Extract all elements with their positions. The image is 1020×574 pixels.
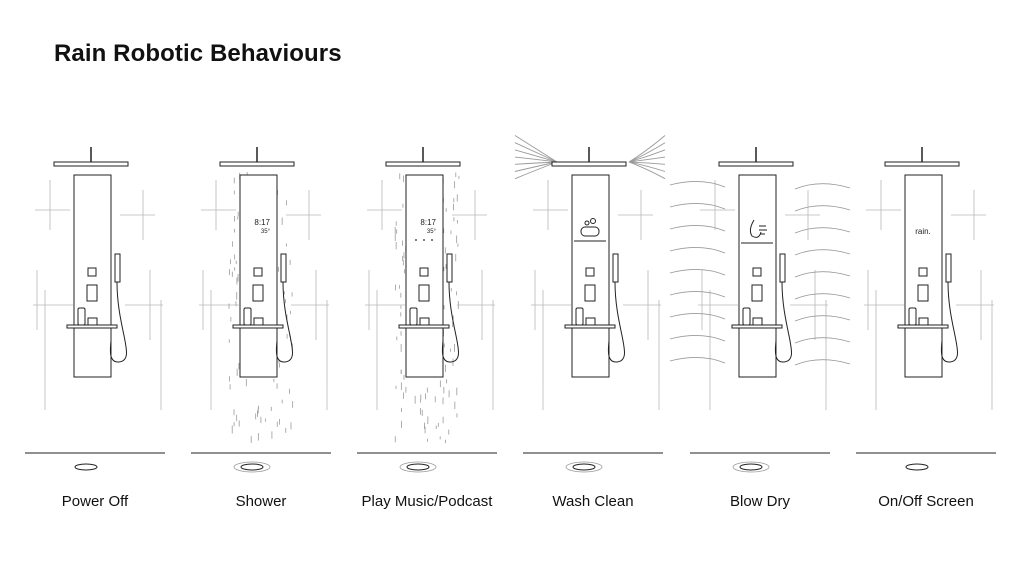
shower-head <box>884 161 960 167</box>
control-dial <box>584 284 596 302</box>
background-sketch <box>698 180 828 410</box>
hose <box>275 281 293 363</box>
drain-icon <box>74 463 98 471</box>
page-title: Rain Robotic Behaviours <box>54 40 342 67</box>
screen-temperature: 35° <box>261 229 271 235</box>
control-dial <box>917 284 929 302</box>
handheld-shower <box>114 253 121 283</box>
control-button <box>419 267 429 277</box>
jar-icon <box>585 317 596 326</box>
behaviour-power-off <box>25 147 165 471</box>
water-ripple <box>732 461 770 473</box>
shower-head <box>53 161 129 167</box>
handheld-shower <box>612 253 619 283</box>
drain-icon <box>739 463 763 471</box>
background-sketch <box>365 180 495 410</box>
behaviour-caption: On/Off Screen <box>878 493 974 510</box>
behaviour-caption: Power Off <box>61 493 129 510</box>
water-ripple <box>565 461 603 473</box>
control-dial <box>418 284 430 302</box>
control-button <box>918 267 928 277</box>
jar-icon <box>918 317 929 326</box>
screen-time: 8:17 <box>420 218 436 227</box>
hose <box>774 281 792 363</box>
background-sketch <box>864 180 994 410</box>
bottle-icon <box>409 307 418 326</box>
behaviour-caption: Shower <box>235 493 287 510</box>
jar-icon <box>87 317 98 326</box>
jar-icon <box>752 317 763 326</box>
control-button <box>87 267 97 277</box>
jar-icon <box>253 317 264 326</box>
behaviour-play-music-podcast: 8:17 35° <box>357 147 497 473</box>
handheld-shower <box>945 253 952 283</box>
behaviour-shower: 8:17 35° <box>191 147 331 473</box>
control-dial <box>252 284 264 302</box>
behaviour-caption: Wash Clean <box>552 493 634 510</box>
behaviour-caption: Blow Dry <box>729 493 790 510</box>
drain-icon <box>572 463 596 471</box>
bottle-icon <box>908 307 917 326</box>
handheld-shower <box>280 253 287 283</box>
drain-icon <box>905 463 929 471</box>
water-ripple <box>233 461 271 473</box>
shower-head <box>718 161 794 167</box>
hose <box>607 281 625 363</box>
handheld-shower <box>779 253 786 283</box>
bottle-icon <box>243 307 252 326</box>
behaviour-on-off-screen: rain. <box>856 147 996 471</box>
screen-time: 8:17 <box>254 218 270 227</box>
control-button <box>585 267 595 277</box>
hose <box>109 281 127 363</box>
control-button <box>253 267 263 277</box>
hose <box>441 281 459 363</box>
screen-logo-text: rain. <box>915 227 931 236</box>
bottle-icon <box>742 307 751 326</box>
shower-head <box>551 161 627 167</box>
music-dots-icon <box>415 239 433 241</box>
control-dial <box>751 284 763 302</box>
bottle-icon <box>575 307 584 326</box>
shower-head <box>385 161 461 167</box>
control-dial <box>86 284 98 302</box>
background-sketch <box>531 180 661 410</box>
control-button <box>752 267 762 277</box>
air-flow <box>669 181 851 366</box>
background-sketch <box>199 180 329 410</box>
hand-dry-icon <box>741 219 773 244</box>
jar-icon <box>419 317 430 326</box>
hose <box>940 281 958 363</box>
water-ripple <box>399 461 437 473</box>
screen-temperature: 35° <box>427 229 437 235</box>
spray-jets <box>514 135 666 180</box>
handheld-shower <box>446 253 453 283</box>
bottle-icon <box>77 307 86 326</box>
drain-icon <box>240 463 264 471</box>
behaviour-caption: Play Music/Podcast <box>361 493 493 510</box>
shower-head <box>219 161 295 167</box>
background-sketch <box>33 180 163 410</box>
behaviour-blow-dry <box>669 147 851 473</box>
behaviour-wash-clean <box>514 135 666 473</box>
soap-bubbles-icon <box>574 218 606 242</box>
drain-icon <box>406 463 430 471</box>
